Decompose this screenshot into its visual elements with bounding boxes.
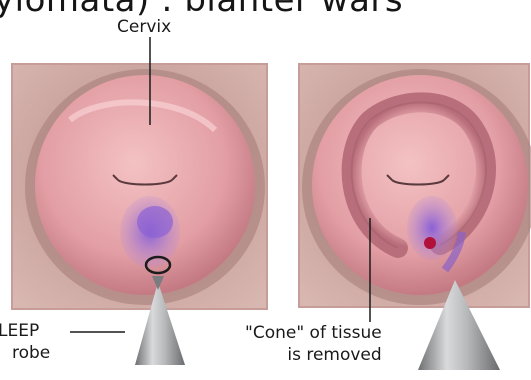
cone-label: "Cone" of tissue is removed [245, 322, 382, 366]
cervix-label: Cervix [117, 16, 171, 38]
right-bleed-spot [424, 237, 436, 249]
right-lesion [407, 196, 457, 260]
leep-label-line1: LEEP [0, 320, 50, 342]
leep-probe-label: LEEP robe [0, 320, 50, 364]
cone-label-line2: is removed [245, 344, 382, 366]
leep-label-line2: robe [12, 342, 50, 364]
cone-label-line1: "Cone" of tissue [245, 322, 382, 344]
